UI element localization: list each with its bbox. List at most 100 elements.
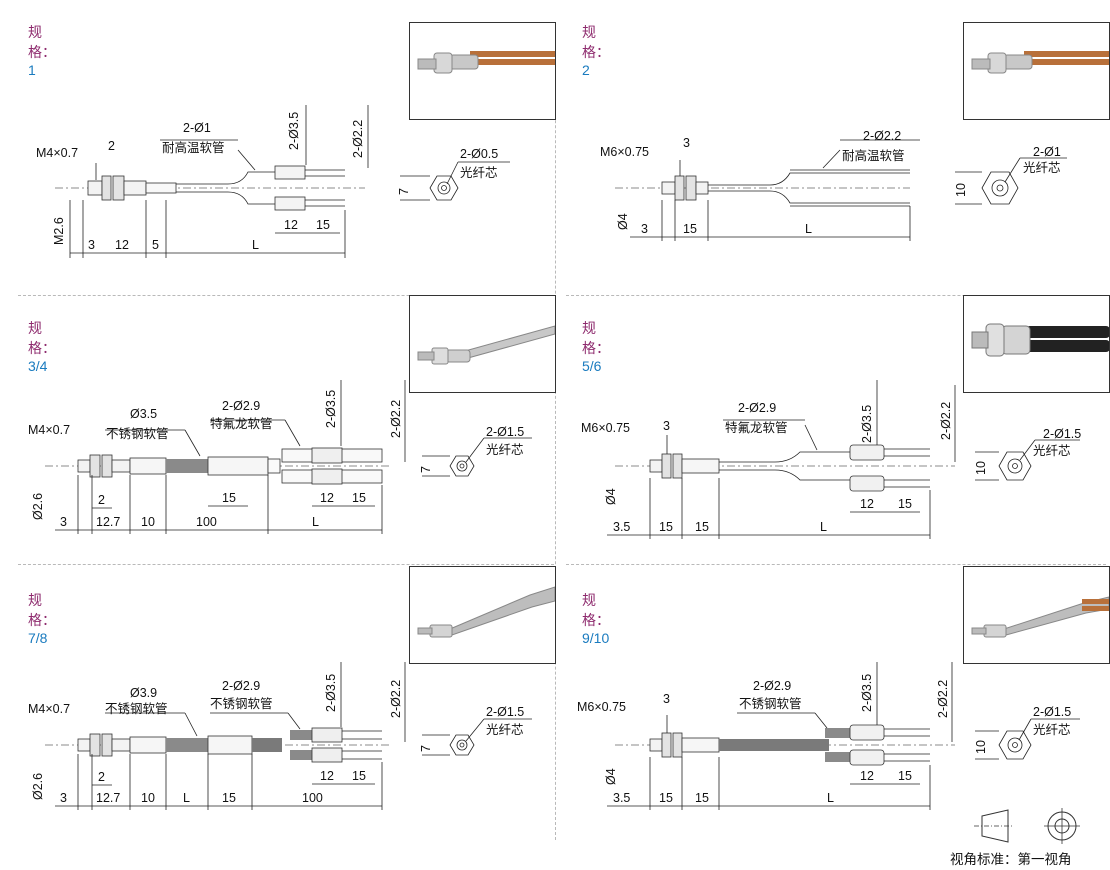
core-diameter-label: 2-Ø1.5 xyxy=(486,425,524,439)
hex-size-dim: 10 xyxy=(974,740,988,754)
spec-label: 规格：7/8 xyxy=(28,592,56,646)
product-photo xyxy=(963,295,1110,393)
divider-column xyxy=(555,40,556,840)
divider-row-1-right xyxy=(566,295,1106,296)
hex-size-dim: 10 xyxy=(954,183,968,197)
dim-bottom-2: 12 xyxy=(115,238,129,252)
tube-name-label: 不锈钢软管 xyxy=(739,696,802,711)
frustum-icon xyxy=(974,809,1014,843)
tube-diameter-label: 2-Ø2.9 xyxy=(738,401,776,415)
core-name-label: 光纤芯 xyxy=(486,723,524,737)
dim-bottom-1: 3 xyxy=(60,515,67,529)
tip-dim-2: 15 xyxy=(898,769,912,783)
product-photo xyxy=(409,566,556,664)
dim-bottom-2: 15 xyxy=(659,791,673,805)
dim-bottom-1: 3.5 xyxy=(613,791,630,805)
drawing-spec-3-4: Ø3.5 不锈钢软管 2-Ø2.9 特氟龙软管 M4×0.7 2-Ø3.5 2-… xyxy=(28,380,532,534)
tip-diameter-dim: 2-Ø3.5 xyxy=(860,405,874,443)
thread-label: M4×0.7 xyxy=(28,423,70,437)
nut-width-dim: 2 xyxy=(98,770,105,784)
tip-diameter-dim: 2-Ø3.5 xyxy=(324,674,338,712)
nut-width-dim: 2 xyxy=(108,139,115,153)
dim-bottom-L: L xyxy=(820,520,827,534)
hex-size-dim: 7 xyxy=(419,745,433,752)
dim-bottom-1: 3 xyxy=(88,238,95,252)
hex-size-dim: 7 xyxy=(419,466,433,473)
dim-bottom-2: 15 xyxy=(659,520,673,534)
core-diameter-label: 2-Ø1.5 xyxy=(486,705,524,719)
dim-bottom-1: 3 xyxy=(60,791,67,805)
dim-bottom-2: 12.7 xyxy=(96,515,120,529)
head-diameter-dim: Ø4 xyxy=(616,213,630,230)
tube-diameter-label: 2-Ø2.2 xyxy=(863,129,901,143)
spec-label: 规格：9/10 xyxy=(582,592,610,646)
nut-width-dim: 2 xyxy=(98,493,105,507)
head-diameter-dim: Ø2.6 xyxy=(31,773,45,800)
core-name-label: 光纤芯 xyxy=(1033,723,1071,737)
fiber-diameter-dim: 2-Ø2.2 xyxy=(939,402,953,440)
core-name-label: 光纤芯 xyxy=(1023,161,1061,175)
dim-bottom-5: 15 xyxy=(222,791,236,805)
tip-diameter-dim: 2-Ø3.5 xyxy=(287,112,301,150)
drawing-spec-7-8: Ø3.9 不锈钢软管 2-Ø2.9 不锈钢软管 M4×0.7 2-Ø3.5 2-… xyxy=(28,662,532,810)
product-photo xyxy=(963,22,1110,120)
hex-size-dim: 7 xyxy=(397,188,411,195)
dim-bottom-3: 15 xyxy=(695,520,709,534)
tube2-name-label: 不锈钢软管 xyxy=(210,696,273,711)
spec-label: 规格：3/4 xyxy=(28,320,56,374)
dim-bottom-3: 15 xyxy=(695,791,709,805)
tip-dim-1: 12 xyxy=(284,218,298,232)
product-photo xyxy=(409,295,556,393)
tip-dim-2: 15 xyxy=(898,497,912,511)
tube-diameter-label: Ø3.9 xyxy=(130,686,157,700)
tube-diameter-label: 2-Ø2.9 xyxy=(753,679,791,693)
product-photo xyxy=(963,566,1110,664)
drawing-spec-9-10: 2-Ø2.9 不锈钢软管 M6×0.75 3 2-Ø3.5 2-Ø2.2 Ø4 … xyxy=(577,662,1080,810)
tip-dim-1: 12 xyxy=(320,769,334,783)
tube-name-label: 耐高温软管 xyxy=(162,140,225,155)
tube-name-label: 特氟龙软管 xyxy=(725,420,788,435)
dim-bottom-6: 100 xyxy=(302,791,323,805)
nut-width-dim: 3 xyxy=(663,419,670,433)
dim-bottom-3: 10 xyxy=(141,791,155,805)
nut-width-dim: 3 xyxy=(683,136,690,150)
drawing-spec-5-6: 2-Ø2.9 特氟龙软管 M6×0.75 3 2-Ø3.5 2-Ø2.2 Ø4 … xyxy=(581,380,1081,539)
tube-name-label: 不锈钢软管 xyxy=(106,426,169,441)
tube2-diameter-label: 2-Ø2.9 xyxy=(222,399,260,413)
tip-diameter-dim: 2-Ø3.5 xyxy=(324,390,338,428)
dim-bottom-L: L xyxy=(183,791,190,805)
tube-name-label: 耐高温软管 xyxy=(842,148,905,163)
tip-dim-2: 15 xyxy=(352,491,366,505)
tube2-diameter-label: 2-Ø2.9 xyxy=(222,679,260,693)
core-diameter-label: 2-Ø1.5 xyxy=(1033,705,1071,719)
thread-label: M4×0.7 xyxy=(28,702,70,716)
spec-label: 规格：5/6 xyxy=(582,320,610,374)
thread-label: M6×0.75 xyxy=(577,700,626,714)
thread-label: M6×0.75 xyxy=(581,421,630,435)
divider-row-1-left xyxy=(18,295,554,296)
dim-bottom-2: 12.7 xyxy=(96,791,120,805)
product-photo xyxy=(409,22,556,120)
tip-dim-2: 15 xyxy=(316,218,330,232)
fiber-diameter-dim: 2-Ø2.2 xyxy=(389,680,403,718)
dim-bottom-L: L xyxy=(805,222,812,236)
concentric-circles-icon xyxy=(1044,808,1080,844)
core-name-label: 光纤芯 xyxy=(460,166,498,180)
head-diameter-dim: M2.6 xyxy=(52,217,66,245)
thread-label: M4×0.7 xyxy=(36,146,78,160)
fiber-diameter-dim: 2-Ø2.2 xyxy=(936,680,950,718)
dim-bottom-L: L xyxy=(827,791,834,805)
head-diameter-dim: Ø2.6 xyxy=(31,493,45,520)
projection-standard-label: 视角标准：第一视角 xyxy=(950,852,1072,867)
dim-bottom-1: 3.5 xyxy=(613,520,630,534)
thread-label: M6×0.75 xyxy=(600,145,649,159)
dim-bottom-1: 3 xyxy=(641,222,648,236)
nut-width-dim: 3 xyxy=(663,692,670,706)
divider-row-2-right xyxy=(566,564,1106,565)
tube-diameter-label: Ø3.5 xyxy=(130,407,157,421)
core-name-label: 光纤芯 xyxy=(486,443,524,457)
tip-dim-1: 12 xyxy=(860,497,874,511)
tube-diameter-label: 2-Ø1 xyxy=(183,121,211,135)
dim-bottom-L: L xyxy=(312,515,319,529)
head-diameter-dim: Ø4 xyxy=(604,768,618,785)
